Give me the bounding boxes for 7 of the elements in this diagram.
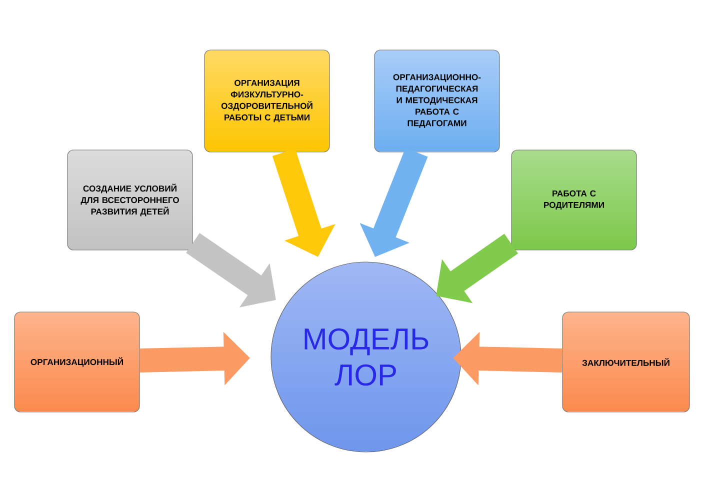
process-box: ЗАКЛЮЧИТЕЛЬНЫЙ [562,312,690,412]
process-box: ОРГАНИЗАЦИОННО-ПЕДАГОГИЧЕСКАЯ И МЕТОДИЧЕСКАЯ РАБОТА С ПЕДАГОГАМИ [374,50,500,152]
circle-node: МОДЕЛЬ ЛОР [270,262,462,452]
process-box: РАБОТА С РОДИТЕЛЯМИ [511,150,637,250]
process-box: ОРГАНИЗАЦИЯ ФИЗКУЛЬТУРНО-ОЗДОРОВИТЕЛЬНОЙ РАБОТЫ С ДЕТЬМИ [204,50,330,152]
process-box: СОЗДАНИЕ УСЛОВИЙ ДЛЯ ВСЕСТОРОННЕГО РАЗВИТИЯ ДЕТЕЙ [67,150,193,250]
process-box: ОРГАНИЗАЦИОННЫЙ [14,312,140,412]
